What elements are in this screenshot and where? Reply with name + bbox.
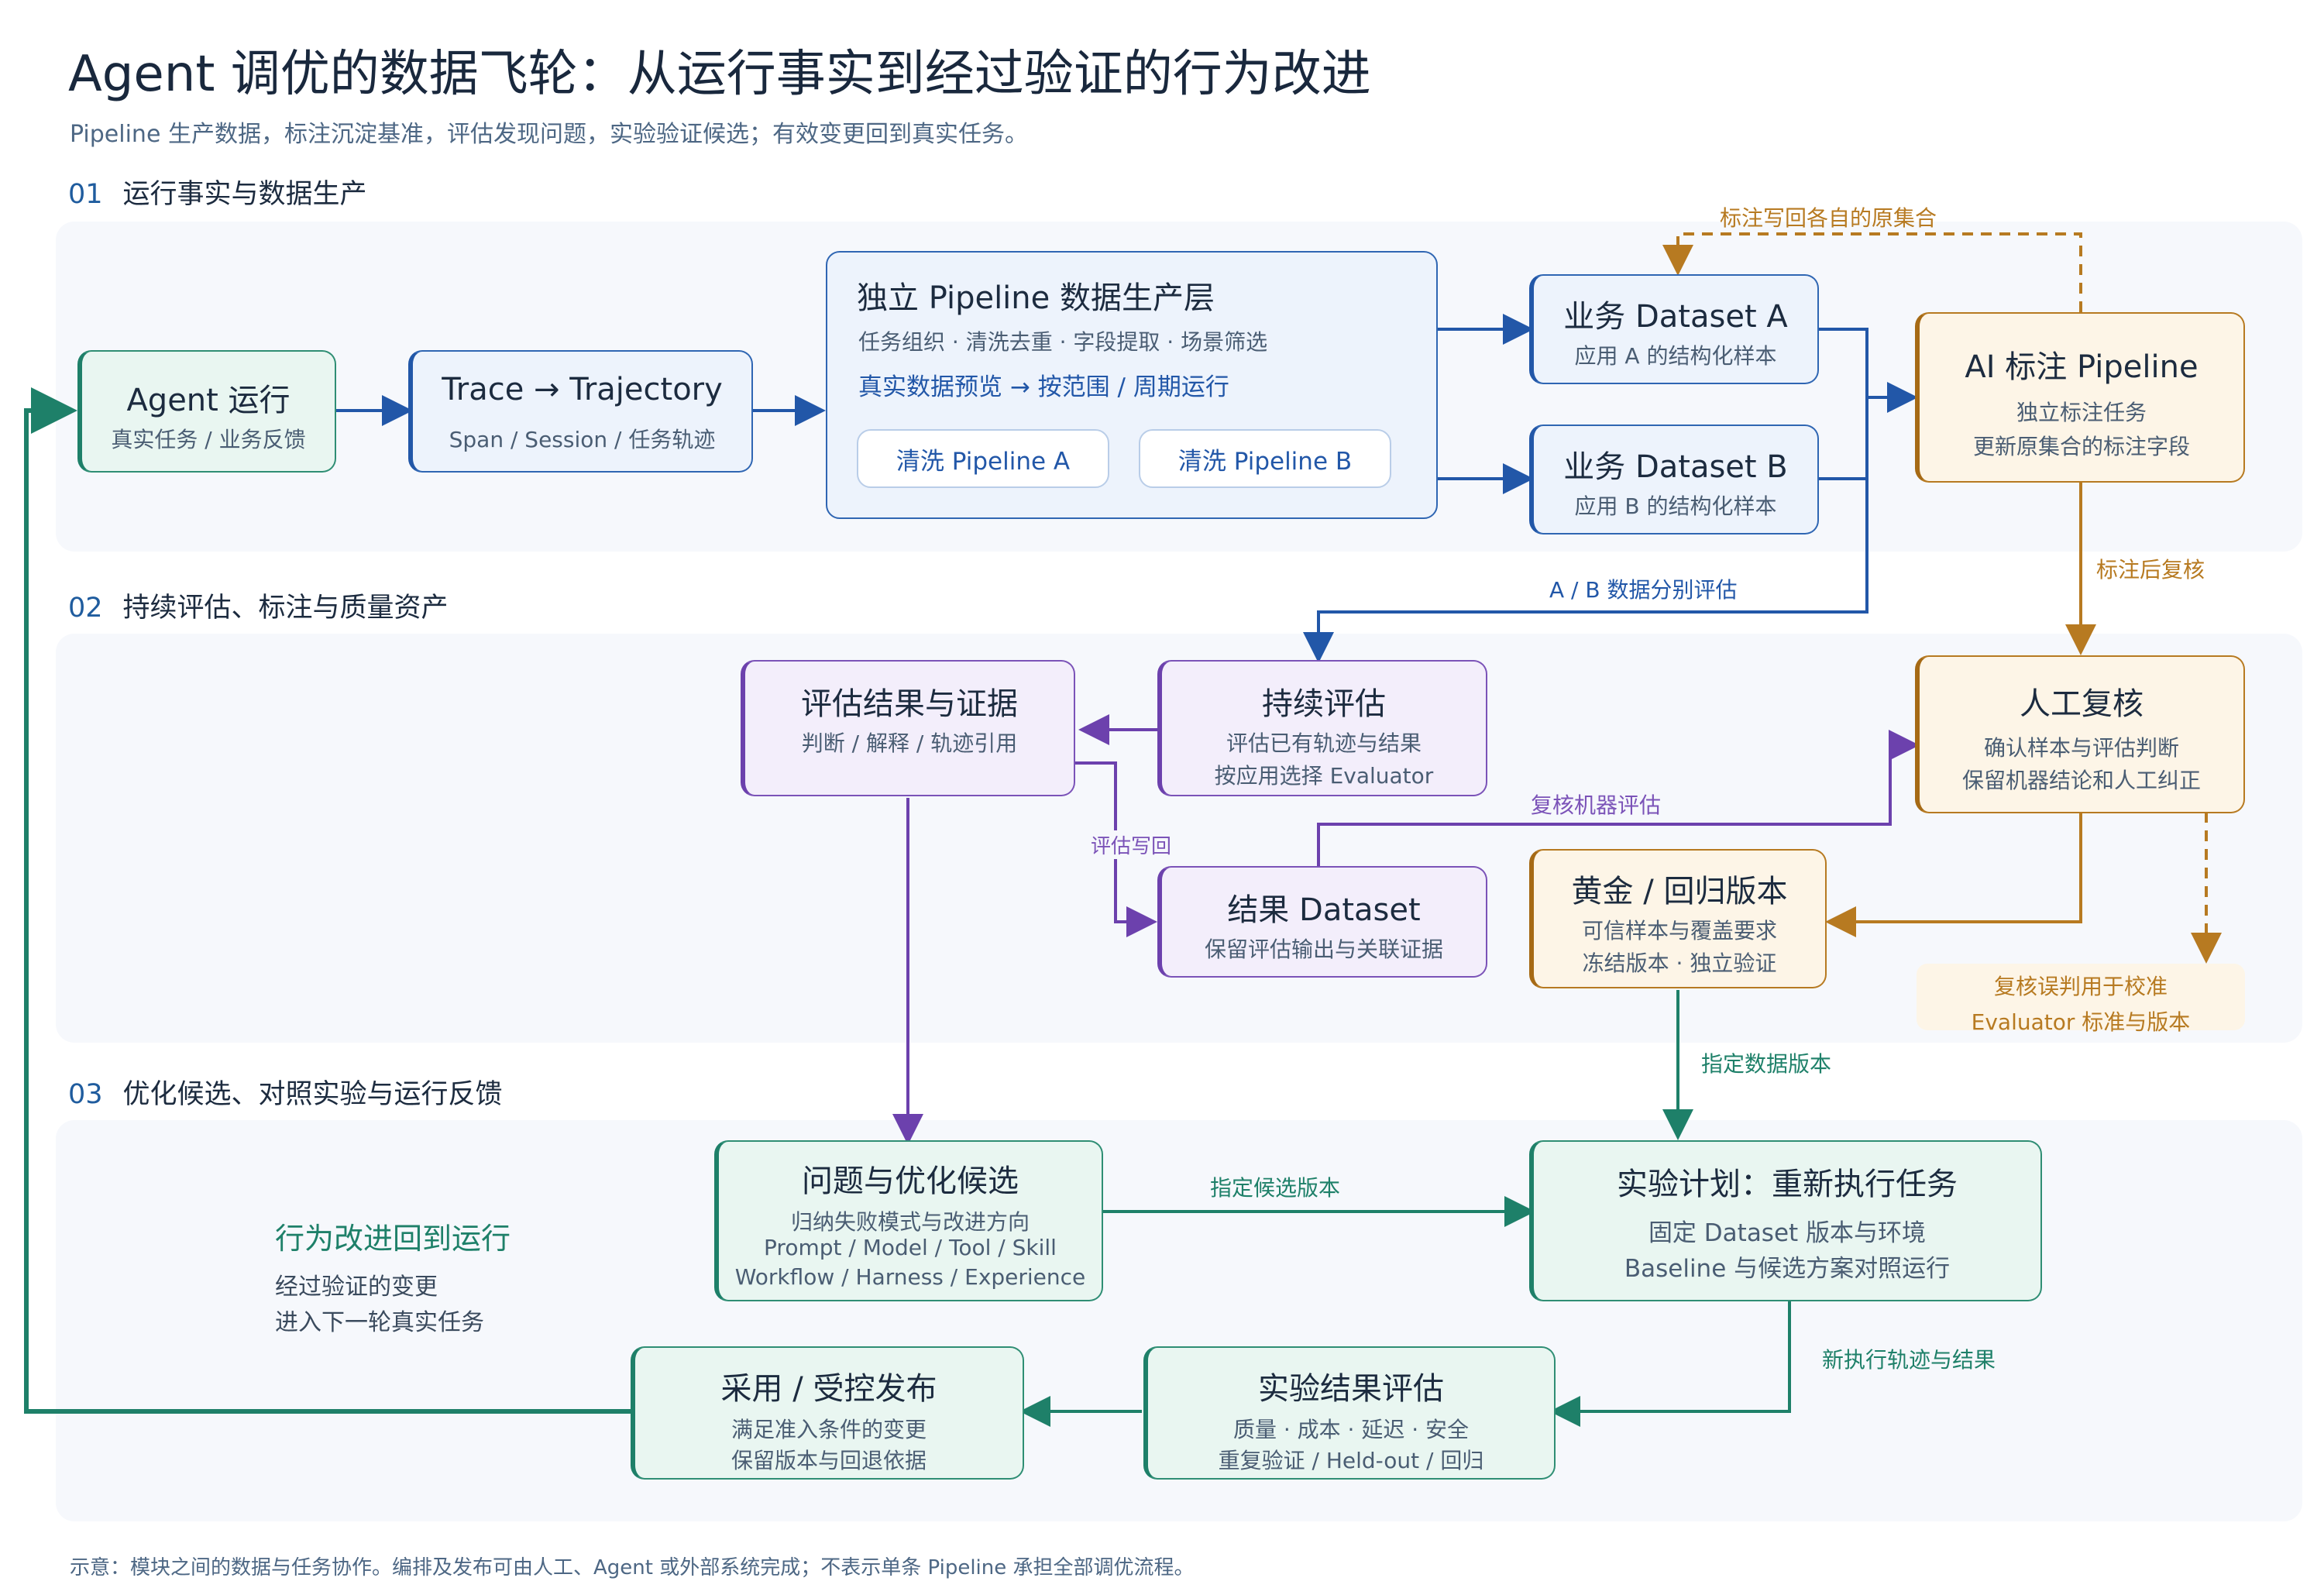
node-sub: 归纳失败模式与改进方向 [790,1209,1030,1235]
arrow-experiment-to-exp-eval [1549,1301,1791,1427]
node-sub: 按应用选择 Evaluator [1214,763,1434,789]
node-title: 实验计划：重新执行任务 [1617,1167,1958,1202]
node-sub: 更新原集合的标注字段 [1972,434,2190,459]
node-title: 问题与优化候选 [802,1164,1019,1199]
node-title: Agent 运行 [126,383,290,418]
label-post-review: 标注后复核 [2096,557,2205,583]
node-exp-eval[interactable]: 实验结果评估 质量 · 成本 · 延迟 · 安全 重复验证 / Held-out… [1143,1346,1556,1480]
node-title: 评估结果与证据 [801,686,1018,722]
node-ai-label[interactable]: AI 标注 Pipeline 独立标注任务 更新原集合的标注字段 [1915,312,2245,483]
node-sub: 保留评估输出与关联证据 [1204,937,1443,962]
label-review-machine: 复核机器评估 [1531,792,1662,818]
node-experiment[interactable]: 实验计划：重新执行任务 固定 Dataset 版本与环境 Baseline 与候… [1529,1140,2042,1301]
feedback-line1: 经过验证的变更 [275,1273,438,1301]
node-sub: 保留版本与回退依据 [731,1448,927,1473]
node-continuous-eval[interactable]: 持续评估 评估已有轨迹与结果 按应用选择 Evaluator [1157,660,1487,796]
page-title: Agent 调优的数据飞轮：从运行事实到经过验证的行为改进 [68,46,1371,103]
node-pipeline-layer[interactable]: 独立 Pipeline 数据生产层 任务组织 · 清洗去重 · 字段提取 · 场… [826,251,1438,519]
pipeline-preview-link[interactable]: 真实数据预览 → 按范围 / 周期运行 [858,373,1229,401]
node-dataset-a[interactable]: 业务 Dataset A 应用 A 的结构化样本 [1529,274,1819,384]
node-trace[interactable]: Trace → Trajectory Span / Session / 任务轨迹 [408,350,753,473]
node-sub: 重复验证 / Held-out / 回归 [1218,1448,1484,1473]
node-title: 实验结果评估 [1258,1371,1444,1407]
label-writeback: 标注写回各自的原集合 [1720,205,1937,231]
node-sub: 满足准入条件的变更 [731,1417,927,1442]
node-result-dataset[interactable]: 结果 Dataset 保留评估输出与关联证据 [1157,866,1487,978]
node-eval-result[interactable]: 评估结果与证据 判断 / 解释 / 轨迹引用 [741,660,1075,796]
arrow-feedback-loop [24,387,631,1414]
page-subtitle: Pipeline 生产数据，标注沉淀基准，评估发现问题，实验验证候选；有效变更回… [70,121,1028,148]
node-sub: Baseline 与候选方案对照运行 [1624,1255,1951,1283]
node-title: AI 标注 Pipeline [1965,349,2199,385]
node-calibration: 复核误判用于校准 Evaluator 标准与版本 [1917,964,2245,1035]
node-adopt[interactable]: 采用 / 受控发布 满足准入条件的变更 保留版本与回退依据 [631,1346,1024,1480]
label-specify-version: 指定数据版本 [1701,1051,1832,1077]
node-title: 清洗 Pipeline B [1177,448,1353,476]
node-human-review[interactable]: 人工复核 确认样本与评估判断 保留机器结论和人工纠正 [1915,655,2245,813]
node-dataset-b[interactable]: 业务 Dataset B 应用 B 的结构化样本 [1529,424,1819,534]
node-title: 持续评估 [1262,686,1386,722]
node-sub: 判断 / 解释 / 轨迹引用 [801,730,1018,756]
node-pipeline-a[interactable]: 清洗 Pipeline A [857,429,1109,488]
node-candidates[interactable]: 问题与优化候选 归纳失败模式与改进方向 Prompt / Model / Too… [714,1140,1103,1301]
label-specify-candidate: 指定候选版本 [1210,1175,1341,1201]
arrow-review-machine [1317,730,1920,868]
node-sub: Span / Session / 任务轨迹 [449,427,716,452]
node-sub: 确认样本与评估判断 [1983,735,2179,761]
calibration-line2: Evaluator 标准与版本 [1971,1009,2191,1035]
label-eval-writeback: 评估写回 [1091,830,1172,859]
feedback-line2: 进入下一轮真实任务 [275,1309,484,1336]
node-sub: Prompt / Model / Tool / Skill [764,1235,1057,1260]
node-sub: 评估已有轨迹与结果 [1226,730,1422,756]
node-title: 业务 Dataset A [1563,299,1788,335]
node-sub: 应用 A 的结构化样本 [1574,343,1777,369]
node-sub: 应用 B 的结构化样本 [1574,493,1777,519]
node-title: 采用 / 受控发布 [720,1371,937,1407]
node-sub: 独立标注任务 [2016,400,2147,425]
node-golden[interactable]: 黄金 / 回归版本 可信样本与覆盖要求 冻结版本 · 独立验证 [1529,849,1827,988]
footer-note: 示意：模块之间的数据与任务协作。编排及发布可由人工、Agent 或外部系统完成；… [70,1556,1195,1579]
node-sub: 可信样本与覆盖要求 [1581,918,1777,944]
node-title: Trace → Trajectory [442,372,723,407]
node-sub: 保留机器结论和人工纠正 [1961,768,2201,793]
arrow-datasets-to-eval [1303,328,1868,663]
node-sub: 质量 · 成本 · 延迟 · 安全 [1232,1417,1470,1442]
node-title: 业务 Dataset B [1563,449,1788,485]
arrow-review-to-golden [1825,812,2082,937]
label-new-trace: 新执行轨迹与结果 [1822,1347,1996,1373]
node-title: 黄金 / 回归版本 [1571,874,1788,909]
node-agent-run[interactable]: Agent 运行 真实任务 / 业务反馈 [77,350,336,473]
calibration-line1: 复核误判用于校准 [1993,974,2168,999]
node-sub: 冻结版本 · 独立验证 [1582,950,1777,976]
node-title: 清洗 Pipeline A [896,448,1071,476]
node-sub: 真实任务 / 业务反馈 [111,427,306,452]
arrow-label-writeback [1662,232,2082,312]
node-title: 结果 Dataset [1227,892,1421,928]
label-ab-eval: A / B 数据分别评估 [1549,577,1738,603]
feedback-title: 行为改进回到运行 [275,1222,511,1256]
node-title: 人工复核 [2020,686,2144,722]
node-sub: 任务组织 · 清洗去重 · 字段提取 · 场景筛选 [858,329,1268,355]
node-sub: Workflow / Harness / Experience [734,1264,1086,1290]
node-pipeline-b[interactable]: 清洗 Pipeline B [1139,429,1391,488]
node-sub: 固定 Dataset 版本与环境 [1648,1219,1927,1247]
node-title: 独立 Pipeline 数据生产层 [857,280,1215,316]
